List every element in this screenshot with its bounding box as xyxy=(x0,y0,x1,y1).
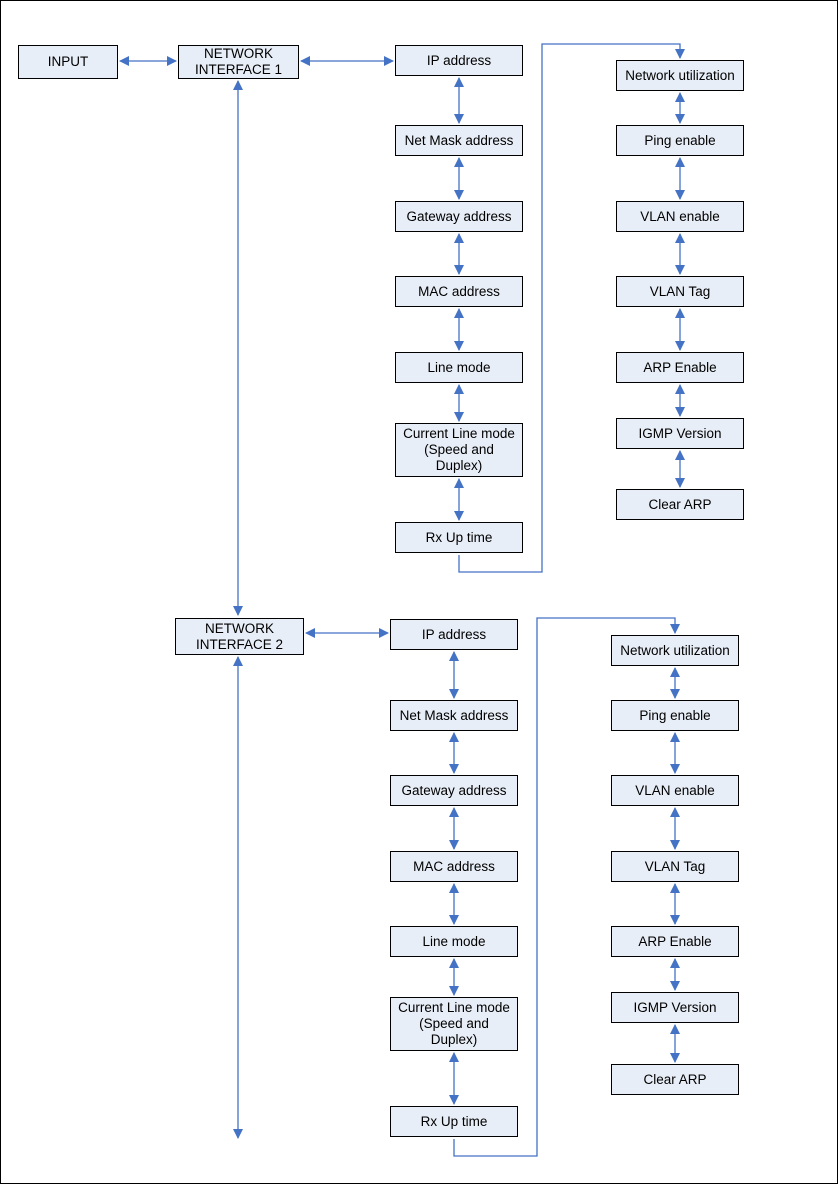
if2-igmp-version-box: IGMP Version xyxy=(611,992,739,1023)
if2-mac-address-box: MAC address xyxy=(390,851,518,882)
if1-network-utilization-box: Network utilization xyxy=(616,60,744,91)
if2-loop-connector xyxy=(453,617,680,1157)
if2-ping-enable-box: Ping enable xyxy=(611,700,739,731)
if1-ping-enable-box: Ping enable xyxy=(616,125,744,156)
if1-current-line-mode-box: Current Line mode (Speed and Duplex) xyxy=(395,423,523,477)
if1-clear-arp-box: Clear ARP xyxy=(616,489,744,520)
if1-rx-up-time-box: Rx Up time xyxy=(395,522,523,553)
if1-ip-address-box: IP address xyxy=(395,45,523,76)
if1-vlan-enable-box: VLAN enable xyxy=(616,201,744,232)
if2-rx-up-time-box: Rx Up time xyxy=(390,1106,518,1137)
if1-loop-connector xyxy=(458,43,685,573)
if2-line-mode-box: Line mode xyxy=(390,926,518,957)
input-box: INPUT xyxy=(18,45,118,79)
if2-vlan-enable-box: VLAN enable xyxy=(611,775,739,806)
if2-arp-enable-box: ARP Enable xyxy=(611,926,739,957)
network-interface-1-box: NETWORK INTERFACE 1 xyxy=(178,45,299,79)
if2-clear-arp-box: Clear ARP xyxy=(611,1064,739,1095)
if1-vlan-tag-box: VLAN Tag xyxy=(616,276,744,307)
if2-current-line-mode-box: Current Line mode (Speed and Duplex) xyxy=(390,997,518,1051)
if1-gateway-address-box: Gateway address xyxy=(395,201,523,232)
if2-gateway-address-box: Gateway address xyxy=(390,775,518,806)
if1-arp-enable-box: ARP Enable xyxy=(616,352,744,383)
if2-net-mask-address-box: Net Mask address xyxy=(390,700,518,731)
if1-line-mode-box: Line mode xyxy=(395,352,523,383)
if1-igmp-version-box: IGMP Version xyxy=(616,418,744,449)
if2-network-utilization-box: Network utilization xyxy=(611,635,739,666)
if1-net-mask-address-box: Net Mask address xyxy=(395,125,523,156)
if2-vlan-tag-box: VLAN Tag xyxy=(611,851,739,882)
if2-ip-address-box: IP address xyxy=(390,619,518,650)
network-interface-2-box: NETWORK INTERFACE 2 xyxy=(175,618,304,655)
if1-mac-address-box: MAC address xyxy=(395,276,523,307)
